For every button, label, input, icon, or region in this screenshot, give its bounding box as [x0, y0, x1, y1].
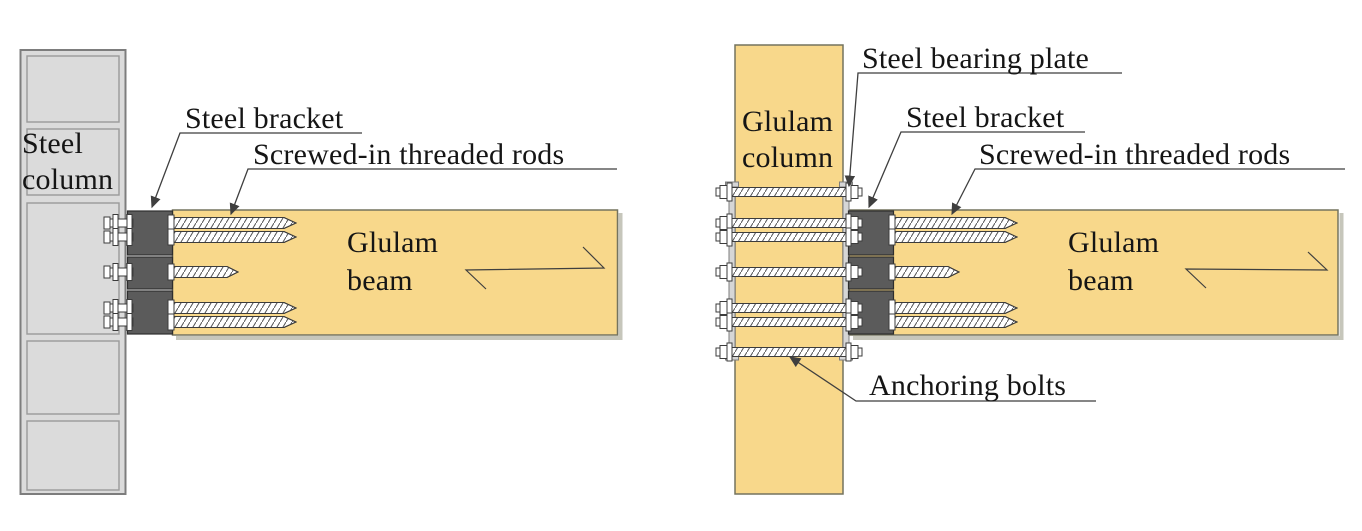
threaded-rod [167, 228, 297, 246]
glulam-beam-label: Glulam beam [347, 226, 439, 297]
left-diagram [19, 49, 623, 495]
glulam-beam-label: Glulam beam [1068, 226, 1160, 297]
threaded-rod [888, 228, 1018, 246]
steel-bracket-label: Steel bracket [185, 102, 344, 135]
leader-bearing-plate [844, 72, 1122, 188]
bracket-segment [126, 210, 174, 256]
glulam-column-label: Glulam column [742, 105, 834, 174]
beam-shadow [1339, 213, 1344, 339]
column-panel [26, 420, 120, 491]
bracket-bolts [103, 214, 134, 331]
leader-anchoring-bolts [788, 356, 1096, 402]
right-diagram [715, 44, 1345, 495]
steel-column-label: Steel column [22, 127, 114, 196]
threaded-rod [888, 214, 1018, 232]
beam-break-symbol [1184, 251, 1329, 289]
threaded-rods-label: Screwed-in threaded rods [979, 138, 1291, 171]
threaded-rods-label: Screwed-in threaded rods [253, 138, 565, 171]
glulam-beam [171, 209, 619, 336]
beam-shadow [176, 336, 623, 340]
bracket-bolt [103, 263, 134, 281]
steel-bracket [126, 210, 174, 335]
threaded-rod [167, 263, 239, 281]
leader-threaded-rods [229, 168, 617, 216]
threaded-rod [888, 313, 1018, 331]
beam-shadow [618, 213, 623, 339]
column-panel [26, 340, 120, 415]
threaded-rod [167, 214, 297, 232]
threaded-rod [888, 263, 960, 281]
threaded-rod [167, 313, 297, 331]
leader-threaded-rods [951, 168, 1345, 216]
column-panel [26, 128, 120, 196]
bracket-segment [126, 290, 174, 335]
bracket-bolt [103, 228, 134, 246]
steel-bearing-plate-label: Steel bearing plate [862, 42, 1090, 75]
beam-shadow [853, 336, 1344, 340]
leader-steel-bracket [150, 132, 362, 209]
steel-bracket-label: Steel bracket [906, 101, 1065, 134]
threaded-rod [888, 299, 1018, 317]
anchoring-bolts-label: Anchoring bolts [869, 369, 1067, 402]
column-panel [26, 55, 120, 123]
bracket-bolt [103, 313, 134, 331]
beam-break-symbol [464, 246, 606, 290]
threaded-rod [167, 299, 297, 317]
steel-column-panels [26, 55, 120, 491]
bracket-segment [126, 256, 174, 290]
leader-steel-bracket [868, 131, 1085, 209]
